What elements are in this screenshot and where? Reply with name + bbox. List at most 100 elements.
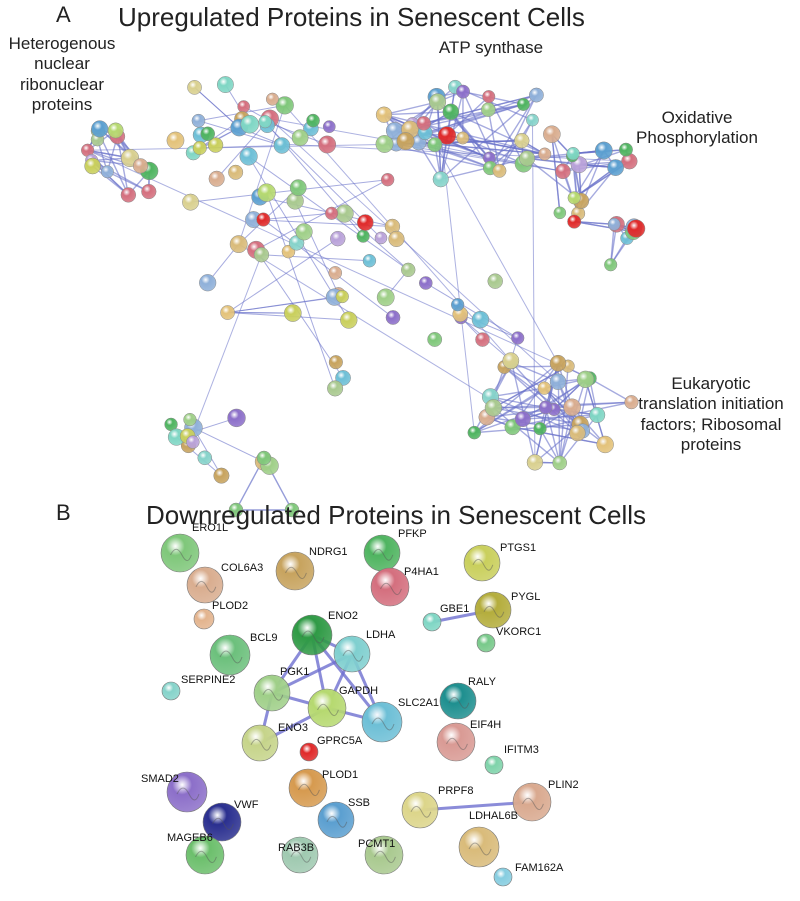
network-node bbox=[526, 454, 544, 471]
network-node bbox=[437, 126, 457, 145]
node-structure-ldhal6b bbox=[468, 842, 492, 856]
label-pgk1: PGK1 bbox=[280, 666, 309, 678]
network-node bbox=[380, 173, 395, 187]
network-edge bbox=[87, 149, 590, 379]
label-fam162a: FAM162A bbox=[515, 862, 564, 874]
network-node bbox=[442, 103, 460, 121]
node-ero1l bbox=[160, 533, 200, 573]
network-node bbox=[516, 97, 530, 111]
network-edge bbox=[116, 136, 130, 196]
network-node bbox=[482, 90, 496, 104]
network-node bbox=[596, 435, 614, 454]
network-node bbox=[471, 310, 490, 329]
network-node bbox=[538, 147, 552, 161]
node-gprc5a bbox=[299, 742, 319, 762]
node-structure-smad2 bbox=[176, 787, 200, 801]
network-node bbox=[567, 214, 582, 229]
network-node bbox=[401, 262, 416, 278]
network-node bbox=[256, 450, 272, 466]
network-node bbox=[511, 331, 525, 345]
node-structure-bcl9 bbox=[219, 650, 243, 664]
network-node bbox=[330, 230, 346, 247]
network-node bbox=[256, 212, 271, 227]
network-node bbox=[257, 183, 276, 202]
cluster-label-atp: ATP synthase bbox=[438, 38, 544, 57]
network-node bbox=[213, 467, 230, 484]
cluster-label-eif: Eukaryotic translation initiation factor… bbox=[638, 374, 784, 455]
network-node bbox=[335, 289, 349, 304]
network-node bbox=[484, 399, 503, 417]
network-edge bbox=[261, 254, 370, 262]
network-node bbox=[563, 398, 581, 417]
network-node bbox=[566, 146, 580, 161]
network-edge bbox=[498, 94, 538, 172]
network-node bbox=[626, 219, 646, 238]
network-node bbox=[432, 171, 449, 188]
node-structure-raly bbox=[448, 696, 470, 709]
node-pcmt1 bbox=[364, 835, 404, 875]
network-node bbox=[427, 332, 443, 347]
node-vwf bbox=[202, 802, 242, 842]
label-ssb: SSB bbox=[348, 797, 370, 809]
cluster-label-hnrnp: Heterogenous nuclear ribonuclear protein… bbox=[8, 34, 116, 115]
network-node bbox=[237, 100, 251, 113]
network-node bbox=[182, 193, 200, 211]
network-node bbox=[335, 204, 354, 223]
network-node bbox=[265, 92, 279, 106]
network-b-labels: ERO1LCOL6A3PLOD2NDRG1PFKPP4HA1PTGS1PYGLG… bbox=[141, 522, 579, 874]
label-plin2: PLIN2 bbox=[548, 779, 579, 791]
node-plod1 bbox=[288, 768, 328, 808]
network-node bbox=[576, 370, 595, 388]
label-eif4h: EIF4H bbox=[470, 719, 501, 731]
network-edge bbox=[383, 101, 438, 116]
network-node bbox=[239, 147, 258, 166]
network-node bbox=[325, 206, 339, 220]
network-node bbox=[207, 137, 224, 153]
network-node bbox=[306, 113, 320, 128]
network-node bbox=[492, 163, 507, 178]
network-edge bbox=[394, 101, 438, 132]
label-vwf: VWF bbox=[234, 799, 259, 811]
network-node bbox=[141, 183, 157, 200]
network-node bbox=[327, 380, 344, 397]
node-structure-ndrg1 bbox=[285, 566, 307, 580]
label-ldhal6b: LDHAL6B bbox=[469, 810, 518, 822]
panel-b-title: Downregulated Proteins in Senescent Cell… bbox=[146, 500, 647, 530]
network-node bbox=[273, 137, 291, 154]
network-node bbox=[519, 150, 536, 167]
network-a-edges bbox=[86, 84, 637, 511]
network-edge bbox=[450, 111, 490, 159]
network-node bbox=[388, 230, 405, 248]
node-structure-plin2 bbox=[522, 797, 544, 811]
label-ptgs1: PTGS1 bbox=[500, 542, 536, 554]
network-node bbox=[132, 158, 149, 174]
label-gbe1: GBE1 bbox=[440, 603, 469, 615]
network-node bbox=[456, 131, 470, 145]
network-node bbox=[318, 135, 337, 154]
node-structure-mageb6 bbox=[195, 850, 217, 864]
network-node bbox=[208, 170, 225, 187]
network-edge bbox=[462, 137, 545, 155]
network-edge bbox=[493, 407, 581, 426]
network-node bbox=[567, 191, 581, 205]
label-slc2a1: SLC2A1 bbox=[398, 697, 439, 709]
network-node bbox=[553, 206, 567, 220]
label-ldha: LDHA bbox=[366, 629, 396, 641]
label-prpf8: PRPF8 bbox=[438, 785, 473, 797]
label-bcl9: BCL9 bbox=[250, 632, 278, 644]
node-fam162a bbox=[493, 867, 513, 887]
network-node bbox=[199, 274, 217, 292]
label-eno3: ENO3 bbox=[278, 722, 308, 734]
node-ndrg1 bbox=[275, 551, 315, 591]
label-vkorc1: VKORC1 bbox=[496, 626, 541, 638]
network-node bbox=[253, 247, 270, 263]
network-node bbox=[514, 411, 531, 428]
node-raly bbox=[439, 682, 477, 720]
label-p4ha1: P4HA1 bbox=[404, 566, 439, 578]
network-node bbox=[289, 179, 307, 197]
network-edge bbox=[574, 220, 634, 233]
network-node bbox=[227, 408, 246, 428]
network-node bbox=[284, 502, 300, 518]
network-edge bbox=[227, 296, 343, 314]
